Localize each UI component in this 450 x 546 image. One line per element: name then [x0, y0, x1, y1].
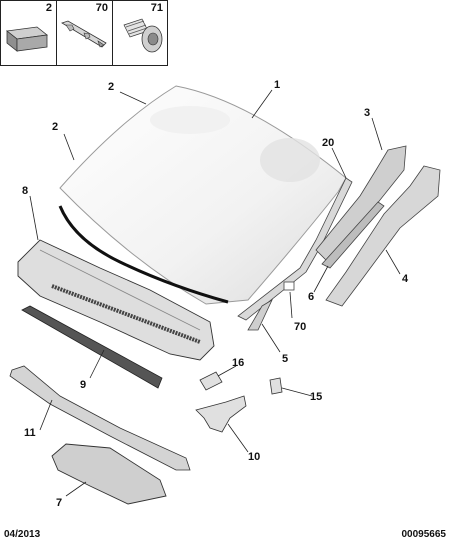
legend-number: 70 [95, 2, 108, 14]
windscreen-part [59, 85, 347, 305]
clip-strip-icon [61, 20, 107, 48]
legend-cell-clip: 70 [56, 1, 113, 65]
legend-cell-seal: 2 [1, 1, 57, 65]
side-trim-20 [237, 177, 353, 321]
deflector-tray-7 [51, 443, 167, 505]
scuttle-panel-8 [17, 239, 215, 361]
callout-3: 3 [364, 107, 370, 119]
callout-7: 7 [56, 497, 62, 509]
callout-10: 10 [248, 451, 260, 463]
strip-6 [321, 201, 385, 269]
legend-number: 2 [45, 2, 52, 14]
lower-rail-11 [9, 365, 191, 471]
legend-number: 71 [150, 2, 163, 14]
footer-date: 04/2013 [4, 529, 41, 540]
callout-1: 1 [274, 79, 280, 91]
seal-strip-9 [21, 305, 163, 389]
callout-16: 16 [232, 357, 244, 369]
legend-cell-screw: 71 [112, 1, 167, 65]
clip-70 [283, 281, 295, 291]
bracket-15 [269, 377, 283, 395]
callout-5: 5 [282, 353, 288, 365]
callout-9: 9 [80, 379, 86, 391]
leader-lines [29, 89, 401, 497]
seal-block-icon [6, 26, 48, 52]
bracket-10 [195, 395, 247, 433]
callout-11: 11 [24, 427, 36, 439]
parts-legend: 2 70 71 [0, 0, 168, 66]
windscreen-lower-seal [58, 205, 229, 304]
callout-6: 6 [308, 291, 314, 303]
a-pillar-outer-4 [325, 165, 441, 307]
callout-15: 15 [310, 391, 322, 403]
callout-2: 2 [108, 81, 114, 93]
screw-icon [123, 18, 163, 53]
callout-8: 8 [22, 185, 28, 197]
callout-4: 4 [402, 273, 409, 285]
callout-20: 20 [322, 137, 334, 149]
footer-code: 00095665 [401, 529, 447, 540]
callout-70: 70 [294, 321, 306, 333]
corner-piece-5 [247, 298, 273, 331]
callout-2: 2 [52, 121, 58, 133]
connector-16 [199, 371, 223, 391]
